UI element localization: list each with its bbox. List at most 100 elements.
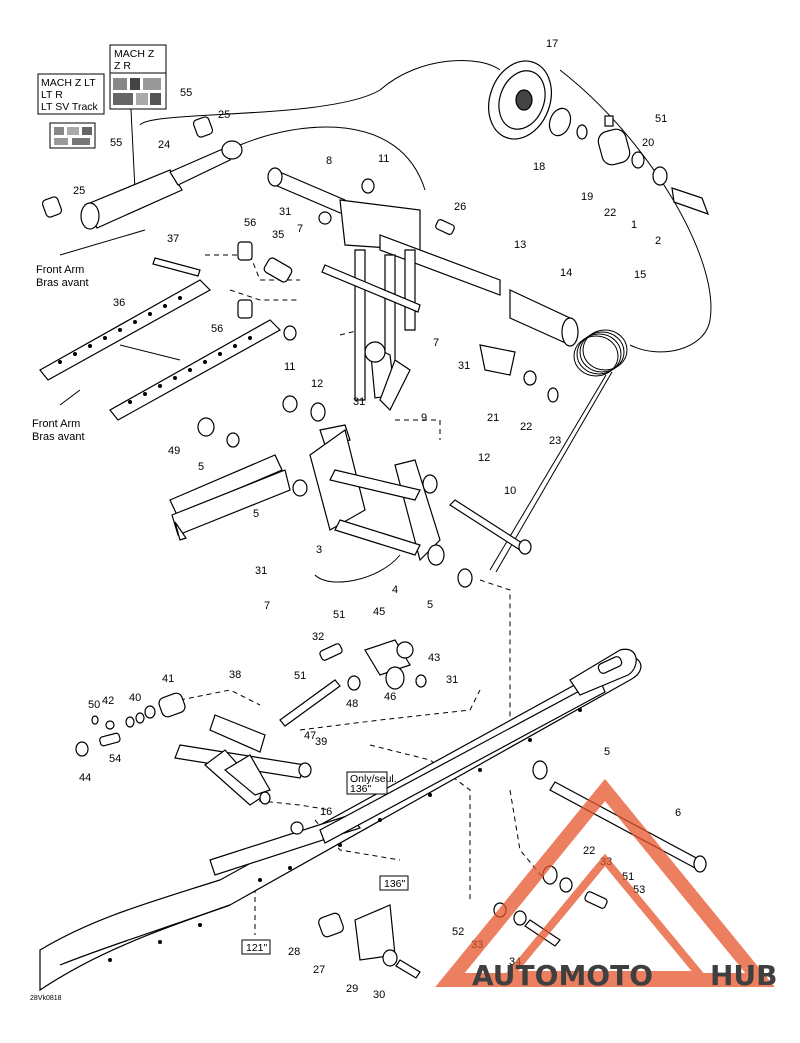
callout-number: 5	[253, 508, 259, 520]
callout-number: 52	[452, 926, 464, 938]
callout-number: 42	[102, 695, 114, 707]
model-box-2: MACH Z LT LT R LT SV Track	[37, 73, 105, 149]
callout-number: 31	[279, 206, 291, 218]
callout-number: 26	[454, 201, 466, 213]
callout-number: 3	[316, 544, 322, 556]
callout-number: 22	[520, 421, 532, 433]
model-box-1-line2: Z R	[114, 60, 131, 72]
callout-number: 12	[478, 452, 490, 464]
callout-number: 18	[533, 161, 545, 173]
callout-number: 28	[288, 946, 300, 958]
shock-absorber	[41, 116, 243, 230]
callout-number: 56	[211, 323, 223, 335]
callout-number: 21	[487, 412, 499, 424]
front-arm-label-fr: Bras avant	[32, 431, 85, 443]
callout-number: 50	[88, 699, 100, 711]
callout-number: 22	[604, 207, 616, 219]
callout-number: 14	[560, 267, 572, 279]
callout-number: 45	[373, 606, 385, 618]
callout-number: 17	[546, 38, 558, 50]
callout-number: 49	[168, 445, 180, 457]
rail-left-segment	[169, 454, 291, 541]
watermark-text-secondary: HUB	[710, 959, 778, 992]
callout-number: 55	[110, 137, 122, 149]
rear-links	[39, 229, 281, 421]
callout-number: 54	[109, 753, 121, 765]
callout-number: 7	[297, 223, 303, 235]
idler-wheel	[488, 60, 710, 215]
callout-number: 32	[312, 631, 324, 643]
size-121-label: 121"	[246, 942, 268, 954]
pivot-bracket	[309, 341, 532, 566]
callout-number: 7	[264, 600, 270, 612]
callout-number: 39	[315, 736, 327, 748]
callout-number: 5	[198, 461, 204, 473]
front-arm-note-bottom: Front Arm Bras avant	[32, 418, 85, 443]
callout-number: 4	[392, 584, 398, 596]
callout-number: 40	[129, 692, 141, 704]
callout-number: 9	[421, 412, 427, 424]
callout-number: 37	[167, 233, 179, 245]
drawing-code: 28Vk0818	[30, 995, 62, 1002]
callout-number: 46	[384, 691, 396, 703]
callout-number: 6	[675, 807, 681, 819]
callout-number: 31	[255, 565, 267, 577]
only-box-line2: 136"	[350, 783, 372, 795]
callout-number: 29	[346, 983, 358, 995]
only-box: Only/seul. 136"	[346, 771, 397, 795]
logo-triangle-icon	[435, 778, 775, 987]
callout-number: 44	[79, 772, 91, 784]
watermark-text-primary: AUTOMOTO	[472, 959, 653, 992]
callout-number: 27	[313, 964, 325, 976]
callout-number: 5	[604, 746, 610, 758]
automotohub-watermark: AUTOMOTO HUB	[435, 778, 778, 992]
size-136-label: 136"	[384, 878, 406, 890]
callout-number: 2	[655, 235, 661, 247]
size-box-121: 121"	[241, 939, 271, 955]
callout-number: 12	[311, 378, 323, 390]
callout-number: 19	[581, 191, 593, 203]
model-box-2-line1: MACH Z LT	[41, 77, 96, 89]
callout-number: 20	[642, 137, 654, 149]
callout-number: 23	[549, 435, 561, 447]
callout-number: 25	[73, 185, 85, 197]
front-arm-label-en: Front Arm	[36, 264, 84, 276]
callout-number: 1	[631, 219, 637, 231]
callout-number: 22	[583, 845, 595, 857]
model-box-1: MACH Z Z R	[109, 44, 167, 110]
lower-parts	[75, 639, 427, 806]
decal-icon	[113, 78, 161, 105]
only-box-line1: Only/seul.	[350, 773, 397, 785]
callout-number: 7	[433, 337, 439, 349]
callout-number: 31	[458, 360, 470, 372]
front-arm-note-top: Front Arm Bras avant	[36, 264, 89, 289]
callout-number: 51	[333, 609, 345, 621]
callout-number: 13	[514, 239, 526, 251]
callout-number: 24	[158, 139, 170, 151]
callout-number: 47	[304, 730, 316, 742]
callout-number: 11	[378, 153, 389, 165]
callout-number: 8	[326, 155, 332, 167]
callout-number: 16	[320, 806, 332, 818]
callout-number: 5	[427, 599, 433, 611]
callout-number: 36	[113, 297, 125, 309]
callout-number: 51	[294, 670, 306, 682]
decal-icon	[54, 127, 92, 145]
callout-number: 31	[353, 396, 365, 408]
model-box-1-line1: MACH Z	[114, 48, 155, 60]
callout-number: 43	[428, 652, 440, 664]
model-box-2-line3: LT SV Track	[41, 101, 99, 113]
slide-rail	[39, 648, 642, 992]
callout-number: 30	[373, 989, 385, 1001]
callout-number: 11	[284, 361, 295, 373]
callout-number: 55	[180, 87, 192, 99]
callout-number: 56	[244, 217, 256, 229]
size-box-136: 136"	[379, 875, 409, 891]
model-box-2-line2: LT R	[41, 89, 63, 101]
callout-number: 10	[504, 485, 516, 497]
callout-number: 35	[272, 229, 284, 241]
callout-number: 48	[346, 698, 358, 710]
